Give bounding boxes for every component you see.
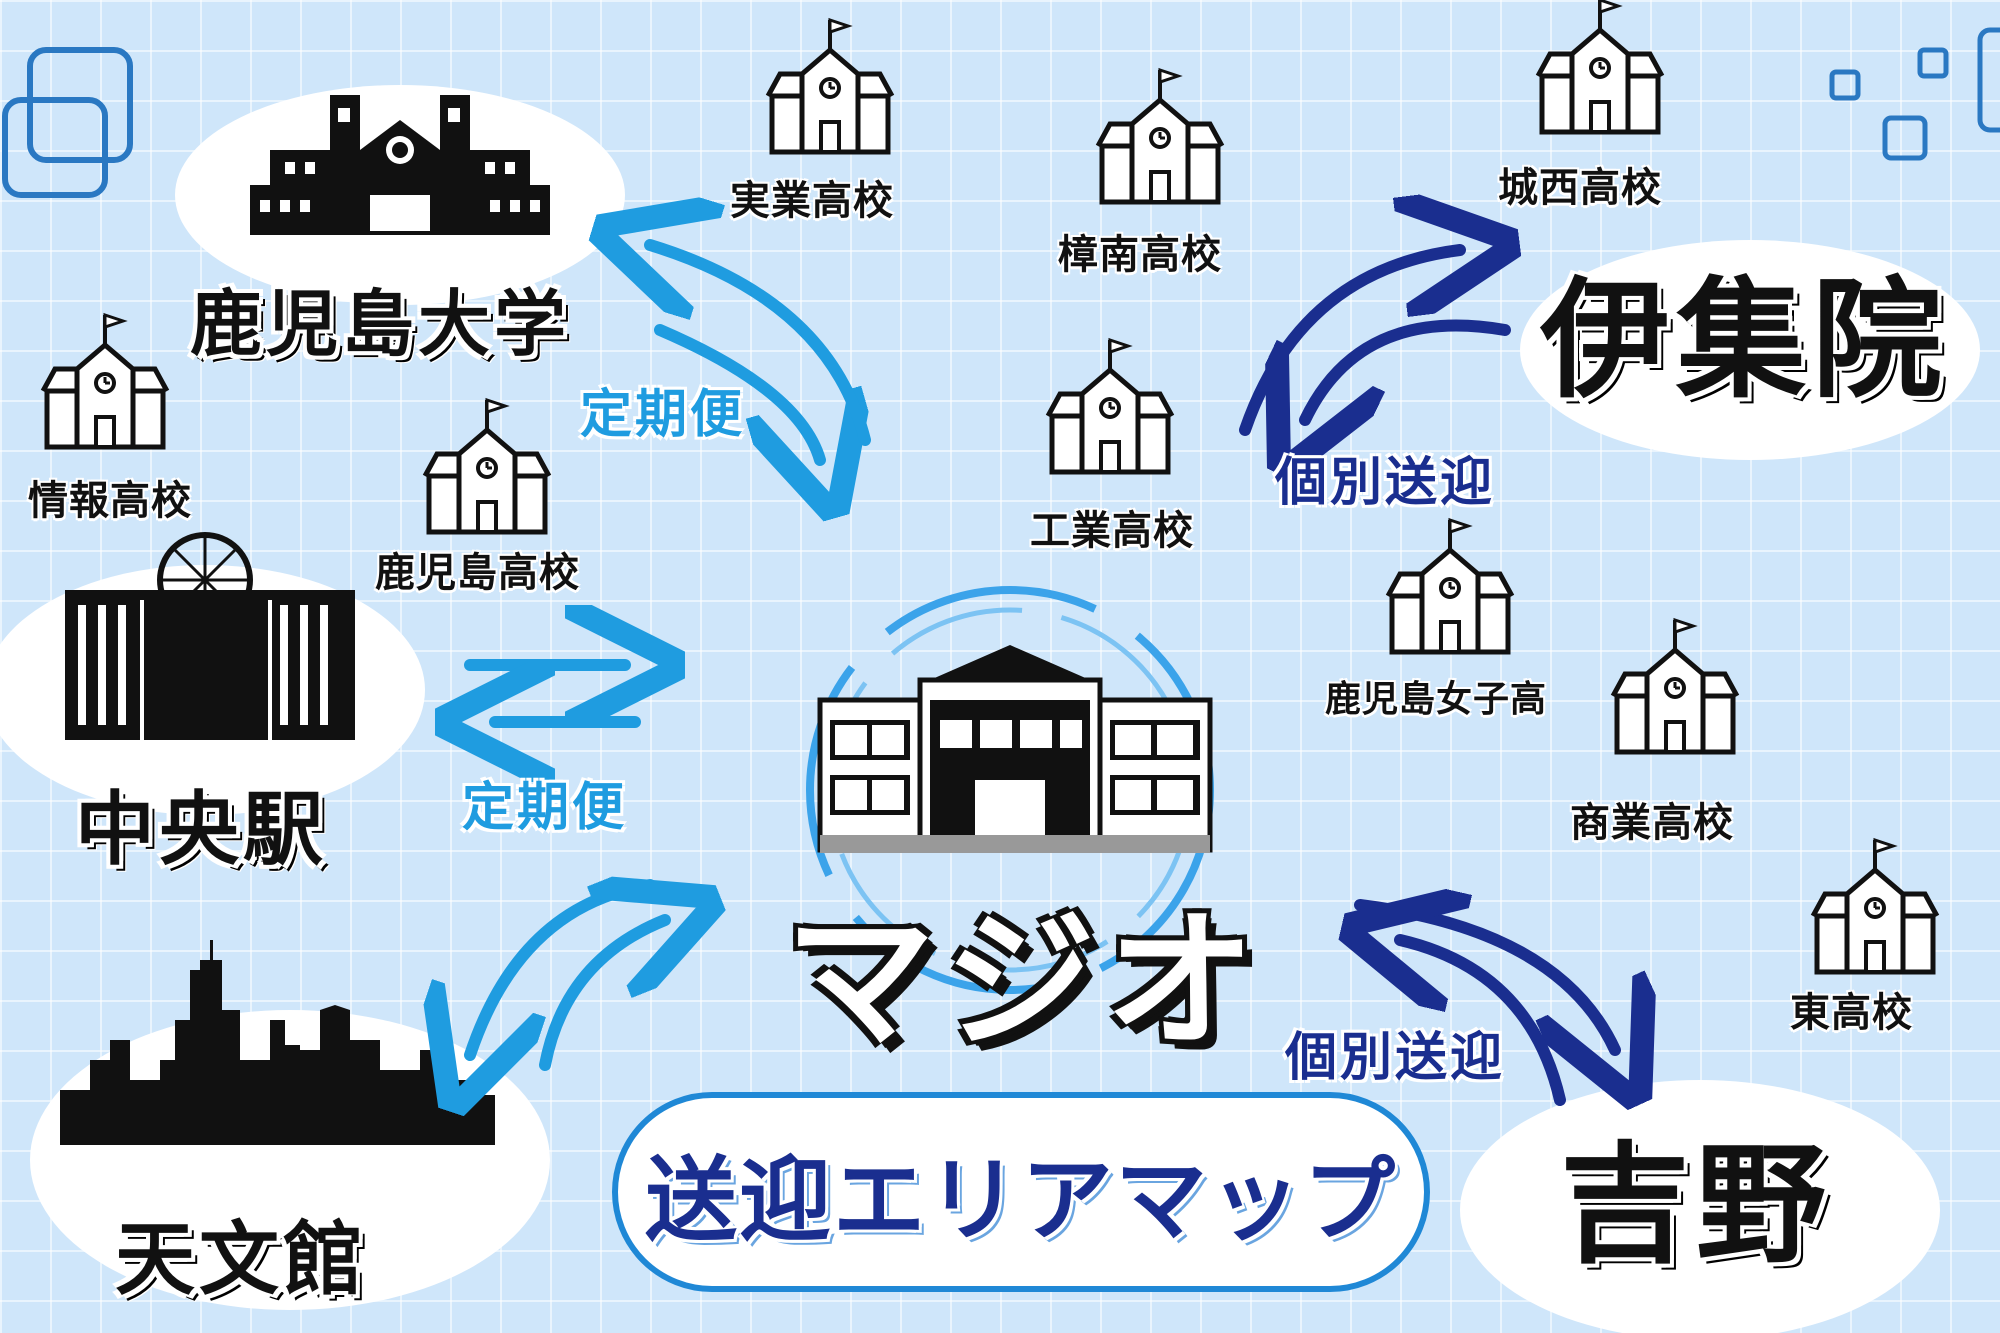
- school-icon-kogyo: [1048, 340, 1172, 472]
- center-label: マジオ: [785, 895, 1266, 1069]
- corner-decoration-right: [1829, 27, 2000, 161]
- area-label-tenmonkan: 天文館: [115, 1213, 367, 1306]
- school-label-jitsugyo: 実業高校: [730, 178, 894, 224]
- school-icon-josai: [1538, 0, 1662, 132]
- route-label-ijuin: 個別送迎: [1275, 453, 1496, 513]
- school-icon-shogyo: [1613, 620, 1737, 752]
- arrow-center-to-ijuin: [1239, 250, 1460, 436]
- school-icon-higashi: [1813, 840, 1937, 972]
- school-label-joshi: 鹿児島女子高: [1325, 679, 1548, 720]
- map-title-badge: 送迎エリアマップ: [612, 1092, 1430, 1292]
- arrow-univ-to-center: [654, 324, 820, 460]
- route-label-yoshino: 個別送迎: [1285, 1028, 1506, 1088]
- arrow-ijuin-to-center: [1305, 319, 1511, 420]
- arrow-yoshino-to-center: [1400, 940, 1566, 1106]
- city-skyline-icon: [60, 940, 495, 1145]
- map-title: 送迎エリアマップ: [644, 1146, 1397, 1254]
- university-building-icon: [250, 95, 550, 235]
- school-label-kogyo: 工業高校: [1030, 508, 1194, 554]
- school-icon-kagoshima: [425, 400, 549, 532]
- corner-decoration-left: [2, 47, 133, 198]
- area-label-kagoshima-univ: 鹿児島大学: [190, 282, 571, 366]
- school-icon-jitsugyo: [768, 20, 892, 152]
- blob-ijuin: [1520, 240, 1980, 460]
- area-label-chuo-station: 中央駅: [75, 783, 327, 876]
- school-label-shogyo: 商業高校: [1570, 800, 1734, 846]
- school-icon-joshi: [1388, 520, 1512, 652]
- school-icon-joho: [43, 315, 167, 447]
- route-label-univ: 定期便: [580, 385, 746, 445]
- route-label-station: 定期便: [462, 778, 628, 838]
- blob-yoshino: [1460, 1080, 1940, 1333]
- arrow-tenmonkan-to-center: [539, 920, 665, 1071]
- area-label-ijuin: 伊集院: [1540, 264, 1949, 416]
- station-buildings-icon: [65, 532, 355, 740]
- center-building-icon: [806, 586, 1214, 994]
- school-label-josai: 城西高校: [1498, 165, 1662, 211]
- school-icon-shonan: [1098, 70, 1222, 202]
- area-label-yoshino: 吉野: [1560, 1129, 1833, 1281]
- school-label-joho: 情報高校: [28, 478, 192, 524]
- school-label-higashi: 東高校: [1790, 990, 1913, 1036]
- arrow-center-to-univ: [650, 245, 871, 446]
- school-label-shonan: 樟南高校: [1058, 232, 1222, 278]
- school-label-kagoshima: 鹿児島高校: [375, 550, 580, 596]
